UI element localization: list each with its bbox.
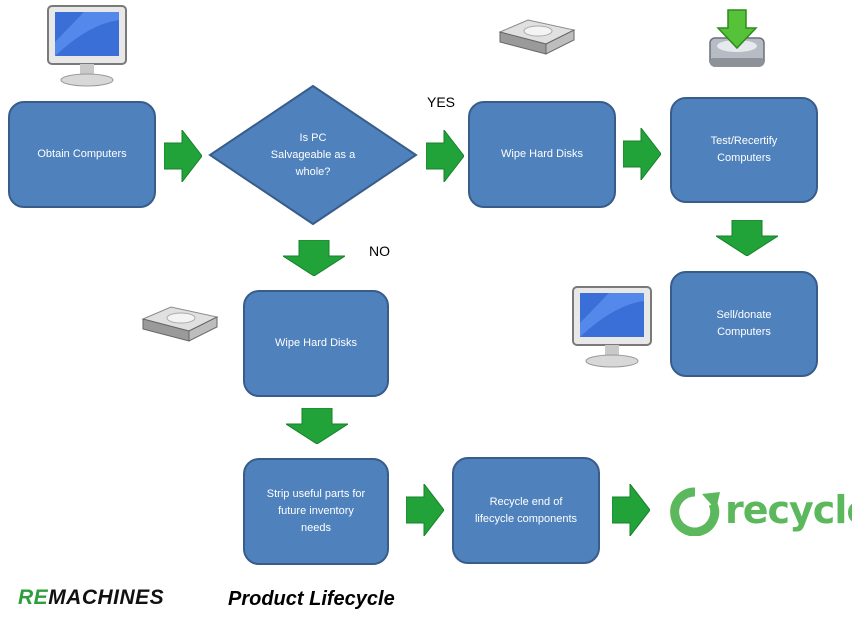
monitor-icon — [47, 5, 127, 87]
arrow-wipe-to-test — [623, 128, 661, 180]
test-recertify-node: Test/Recertify Computers — [670, 97, 818, 203]
download-drive-icon — [709, 9, 765, 67]
decision-text: Is PC Salvageable as a whole? — [270, 131, 356, 178]
arrow-decision-to-wipe — [426, 130, 464, 182]
diagram-subtitle: Product Lifecycle — [228, 588, 395, 610]
yes-label: YES — [427, 94, 456, 110]
brand-re: RE — [18, 586, 49, 609]
arrow-strip-to-recycle — [406, 484, 444, 536]
arrow-decision-to-wipe-bottom — [283, 240, 345, 276]
recycle-components-node: Recycle end of lifecycle components — [452, 457, 600, 564]
arrow-wipe-bottom-to-strip — [286, 408, 348, 444]
brand-machines: MACHINES — [48, 586, 165, 609]
obtain-computers-node: Obtain Computers — [8, 101, 156, 208]
strip-parts-node: Strip useful parts for future inventory … — [243, 458, 389, 565]
recycle-logo-text: recycle — [725, 488, 852, 532]
monitor-icon — [572, 286, 652, 368]
hard-disk-icon — [141, 306, 219, 342]
no-label: NO — [369, 243, 390, 259]
arrow-obtain-to-decision — [164, 130, 202, 182]
arrow-recycle-to-logo — [612, 484, 650, 536]
recycle-logo-icon — [670, 487, 720, 536]
arrow-test-to-sell — [716, 220, 778, 256]
wipe-hard-disks-node-bottom: Wipe Hard Disks — [243, 290, 389, 397]
wipe-hard-disks-node-top: Wipe Hard Disks — [468, 101, 616, 208]
sell-donate-node: Sell/donate Computers — [670, 271, 818, 377]
hard-disk-icon — [498, 19, 576, 55]
decision-node: Is PC Salvageable as a whole? — [208, 84, 418, 226]
